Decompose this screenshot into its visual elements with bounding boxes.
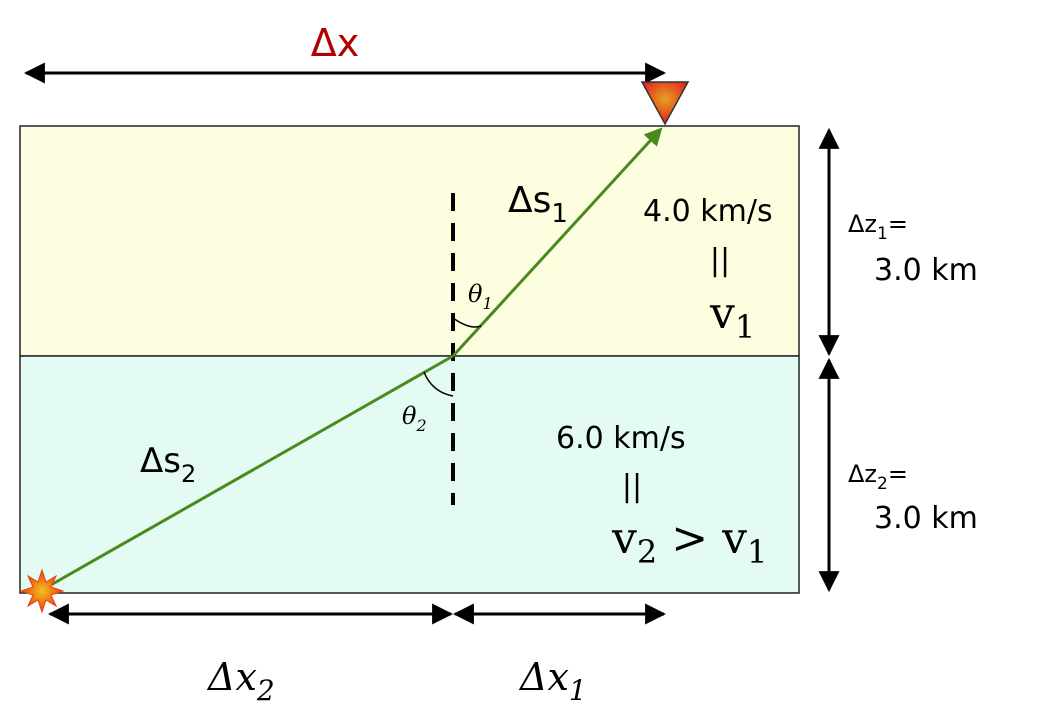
velocity2-symbol: v — [611, 513, 637, 564]
velocity2-equals: || — [622, 469, 642, 504]
ray-upper-segment — [451, 127, 663, 358]
delta-s2-sub: 2 — [181, 460, 196, 488]
velocity1-sub: 1 — [735, 308, 755, 346]
delta-x-total-label: Δx — [311, 21, 359, 65]
source-icon — [19, 568, 65, 614]
theta2-sub: 2 — [415, 416, 426, 435]
velocity2-relation-label: v2 > v1 — [611, 513, 767, 571]
delta-x1-label: Δx1 — [518, 655, 587, 707]
theta1-sub: 1 — [482, 294, 492, 313]
velocity1-symbol-label: v1 — [709, 288, 755, 346]
delta-z1-label: Δz1= — [848, 210, 908, 244]
dz2-sub: 2 — [877, 474, 888, 494]
delta-x2-sub: 2 — [256, 674, 275, 707]
delta-x2-label: Δx2 — [206, 655, 275, 707]
dz1-eq: = — [888, 210, 908, 238]
velocity1-equals: || — [710, 243, 730, 278]
velocity1-symbol: v — [709, 288, 735, 339]
dz2-eq: = — [888, 460, 908, 488]
dz1-sub: 1 — [877, 224, 888, 244]
dz1-symbol: Δz — [848, 210, 877, 238]
ray-lower-segment — [41, 354, 454, 592]
delta-s2-label: Δs2 — [140, 441, 196, 488]
theta1-symbol: θ — [468, 280, 483, 308]
velocity2-relation-sub: 1 — [747, 533, 767, 571]
theta1-arc — [452, 317, 482, 328]
velocity2-value: 6.0 km/s — [556, 421, 686, 456]
velocity1-value: 4.0 km/s — [643, 194, 773, 229]
upper-layer — [19, 125, 800, 357]
delta-s1-sub: 1 — [551, 199, 568, 229]
delta-x2-symbol: Δx — [206, 655, 257, 699]
theta2-arc — [423, 371, 454, 397]
delta-s1-symbol: Δs — [508, 180, 551, 221]
receiver-icon — [640, 81, 690, 126]
dz2-symbol: Δz — [848, 460, 877, 488]
delta-s1-label: Δs1 — [508, 180, 568, 229]
theta2-label: θ2 — [402, 402, 427, 435]
delta-x1-sub: 1 — [569, 674, 587, 707]
delta-x1-symbol: Δx — [518, 655, 569, 699]
theta2-symbol: θ — [402, 402, 417, 430]
delta-z2-value: 3.0 km — [874, 501, 978, 536]
velocity2-sub: 2 — [637, 533, 657, 571]
delta-z1-value: 3.0 km — [874, 253, 978, 288]
lower-layer — [19, 355, 800, 594]
delta-s2-symbol: Δs — [140, 441, 181, 481]
delta-z2-label: Δz2= — [848, 460, 908, 494]
theta1-label: θ1 — [468, 280, 493, 313]
velocity2-relation: > v — [671, 513, 747, 564]
